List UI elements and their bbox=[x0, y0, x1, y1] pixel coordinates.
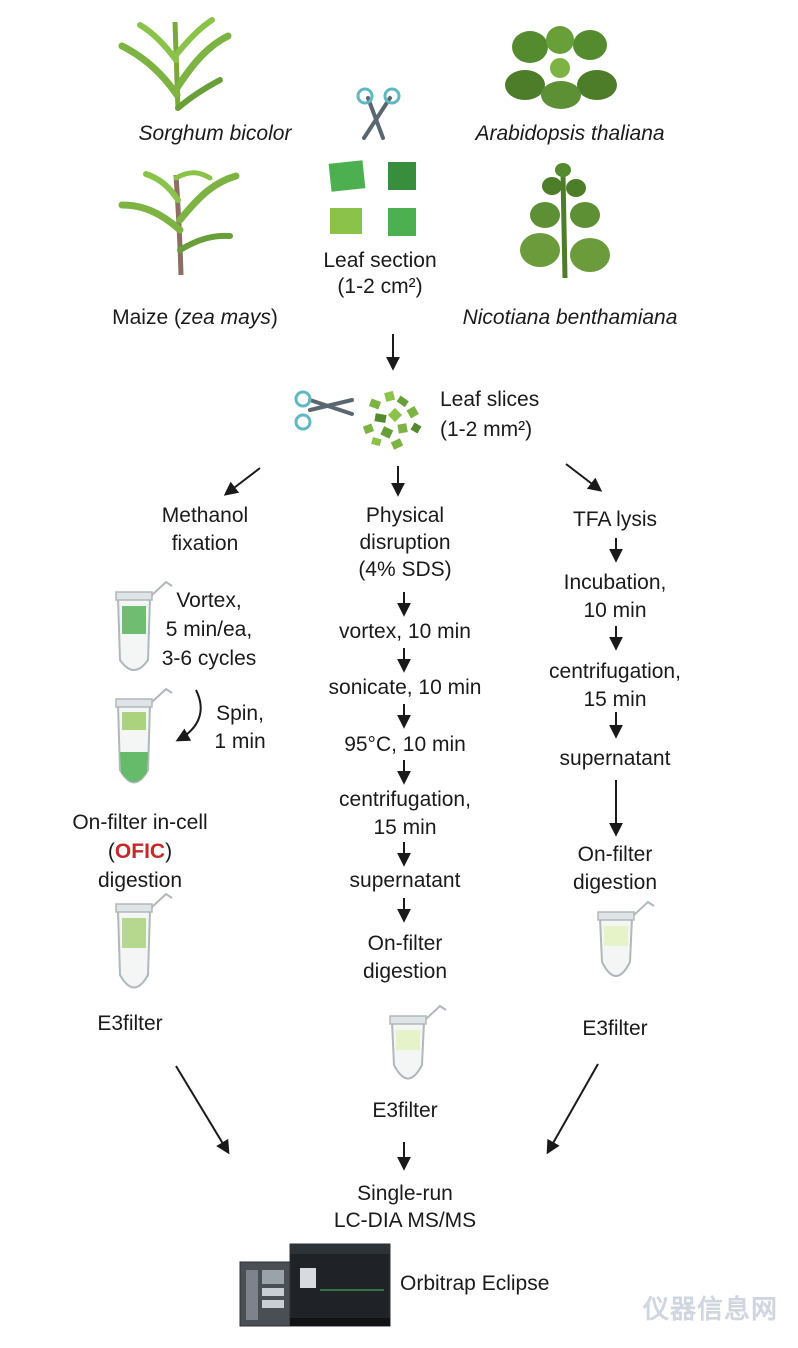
sorghum-plant-icon bbox=[118, 17, 232, 111]
label-leaf-section: Leaf section (1-2 cm²) bbox=[300, 248, 460, 300]
label-incubation: Incubation, 10 min bbox=[540, 569, 690, 625]
leaf-section-line2: (1-2 cm²) bbox=[337, 275, 423, 298]
label-nicotiana: Nicotiana benthamiana bbox=[462, 306, 678, 329]
single-run-line2: LC-DIA MS/MS bbox=[333, 1209, 477, 1232]
watermark: 仪器信息网 bbox=[642, 1294, 778, 1324]
tube-right-icon bbox=[597, 900, 655, 977]
ofic-line3: digestion bbox=[97, 869, 183, 892]
leaf-slices-line1: Leaf slices bbox=[440, 388, 540, 411]
label-methanol-fixation: Methanol fixation bbox=[140, 502, 270, 558]
scissors-side-icon bbox=[294, 390, 354, 431]
incubation-line2: 10 min bbox=[583, 599, 647, 622]
maize-plant-icon bbox=[118, 170, 240, 276]
physical-line3: (4% SDS) bbox=[358, 558, 452, 581]
onfilter-m-line2: digestion bbox=[362, 960, 448, 983]
arrow-right-converge bbox=[546, 1063, 599, 1155]
arrow-spin bbox=[175, 689, 202, 742]
vortex-line2: 5 min/ea, bbox=[165, 618, 253, 641]
onfilter-r-line1: On-filter bbox=[577, 843, 653, 866]
spin-line2: 1 min bbox=[214, 730, 266, 753]
label-supernatant-middle: supernatant bbox=[349, 869, 461, 892]
arabidopsis-plant-icon bbox=[505, 26, 617, 109]
label-sonicate: sonicate, 10 min bbox=[328, 676, 482, 699]
arrow-left-converge bbox=[175, 1065, 230, 1155]
label-single-run: Single-run LC-DIA MS/MS bbox=[320, 1180, 490, 1234]
label-sorghum: Sorghum bicolor bbox=[138, 122, 292, 145]
label-vortex-10: vortex, 10 min bbox=[339, 620, 471, 643]
label-arabidopsis: Arabidopsis thaliana bbox=[475, 122, 665, 145]
ofic-open: ( bbox=[107, 840, 115, 863]
label-spin: Spin, 1 min bbox=[200, 700, 280, 756]
leaf-slices-icon bbox=[362, 390, 422, 450]
leaf-section-line1: Leaf section bbox=[323, 249, 437, 272]
methanol-line2: fixation bbox=[171, 532, 239, 555]
centrifugation-m-line1: centrifugation, bbox=[339, 788, 471, 811]
label-vortex: Vortex, 5 min/ea, 3-6 cycles bbox=[154, 586, 264, 673]
tube-middle-icon bbox=[389, 1004, 447, 1080]
label-e3filter-left: E3filter bbox=[97, 1012, 163, 1035]
scissors-icon bbox=[356, 87, 401, 140]
maize-italic: zea mays bbox=[180, 306, 271, 329]
spin-line1: Spin, bbox=[216, 702, 264, 725]
label-ofic: On-filter in-cell (OFIC) digestion bbox=[60, 808, 220, 895]
label-centrifugation-middle: centrifugation, 15 min bbox=[320, 786, 490, 842]
tube-spin-icon bbox=[115, 687, 173, 784]
leaf-slices-line2: (1-2 mm²) bbox=[440, 418, 533, 441]
mass-spectrometer-icon bbox=[239, 1243, 391, 1327]
single-run-line1: Single-run bbox=[357, 1182, 453, 1205]
tube-ofic-icon bbox=[115, 892, 173, 989]
label-leaf-slices: Leaf slices (1-2 mm²) bbox=[440, 385, 560, 445]
label-onfilter-middle: On-filter digestion bbox=[330, 930, 480, 986]
label-tfa-lysis: TFA lysis bbox=[572, 508, 657, 531]
arrow-to-methanol bbox=[223, 467, 261, 496]
centrifugation-r-line1: centrifugation, bbox=[549, 660, 681, 683]
leaf-section-icon bbox=[328, 160, 416, 236]
centrifugation-r-line2: 15 min bbox=[583, 688, 647, 711]
ofic-close: ) bbox=[165, 840, 173, 863]
label-physical-disruption: Physical disruption (4% SDS) bbox=[330, 502, 480, 583]
tube-vortex-icon bbox=[115, 580, 173, 671]
physical-line2: disruption bbox=[359, 531, 451, 554]
maize-prefix: Maize ( bbox=[112, 306, 181, 329]
label-orbitrap: Orbitrap Eclipse bbox=[400, 1272, 550, 1295]
label-centrifugation-right: centrifugation, 15 min bbox=[530, 658, 700, 714]
label-maize: Maize (zea mays) bbox=[95, 304, 295, 332]
ofic-line2: (OFIC) bbox=[60, 837, 220, 866]
label-95c: 95°C, 10 min bbox=[344, 733, 466, 756]
arrow-to-tfa bbox=[565, 463, 603, 492]
ofic-acronym: OFIC bbox=[114, 840, 166, 863]
methanol-line1: Methanol bbox=[161, 504, 249, 527]
physical-line1: Physical bbox=[365, 504, 445, 527]
nicotiana-plant-icon bbox=[520, 163, 610, 279]
onfilter-m-line1: On-filter bbox=[367, 932, 443, 955]
label-e3filter-right: E3filter bbox=[582, 1017, 648, 1040]
centrifugation-m-line2: 15 min bbox=[373, 816, 437, 839]
vortex-line3: 3-6 cycles bbox=[161, 647, 257, 670]
ofic-line1: On-filter in-cell bbox=[72, 811, 208, 834]
maize-suffix: ) bbox=[270, 306, 278, 329]
label-supernatant-right: supernatant bbox=[559, 747, 671, 770]
incubation-line1: Incubation, bbox=[563, 571, 667, 594]
label-onfilter-right: On-filter digestion bbox=[545, 841, 685, 897]
onfilter-r-line2: digestion bbox=[572, 871, 658, 894]
vortex-line1: Vortex, bbox=[176, 589, 242, 612]
label-e3filter-middle: E3filter bbox=[372, 1099, 438, 1122]
